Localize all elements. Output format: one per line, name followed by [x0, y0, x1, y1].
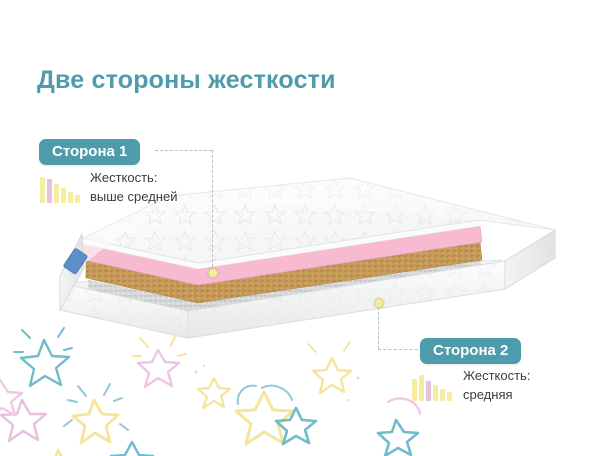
side-2-hardness-block: Жесткость: средняя: [412, 366, 530, 404]
hardness-bars-icon: [412, 375, 452, 401]
connector-line-side2-vertical: [378, 302, 379, 349]
side-1-hardness-text: Жесткость: выше средней: [90, 168, 177, 206]
side-2-badge: Сторона 2: [420, 338, 522, 364]
brand-tag: [63, 248, 88, 275]
connector-marker-side2: [374, 298, 384, 308]
connector-line-side1-vertical: [212, 150, 213, 272]
side-2-hardness-caption: Жесткость:: [463, 368, 531, 383]
side-2-hardness-text: Жесткость: средняя: [463, 366, 530, 404]
side-2-hardness-value: средняя: [463, 387, 513, 402]
side-1-badge: Сторона 1: [39, 139, 141, 165]
side-1-hardness-block: Жесткость: выше средней: [40, 168, 177, 206]
connector-marker-side1: [208, 268, 218, 278]
pastel-stars-decoration: [0, 300, 608, 456]
mattress-cutaway-illustration: [50, 150, 570, 360]
side-1-hardness-value: выше средней: [90, 189, 178, 204]
hardness-bars-icon: [40, 177, 80, 203]
connector-line-side1-horizontal: [155, 150, 212, 151]
connector-line-side2-horizontal: [378, 349, 423, 350]
side-1-hardness-caption: Жесткость:: [90, 170, 158, 185]
page-title: Две стороны жесткости: [37, 66, 336, 94]
